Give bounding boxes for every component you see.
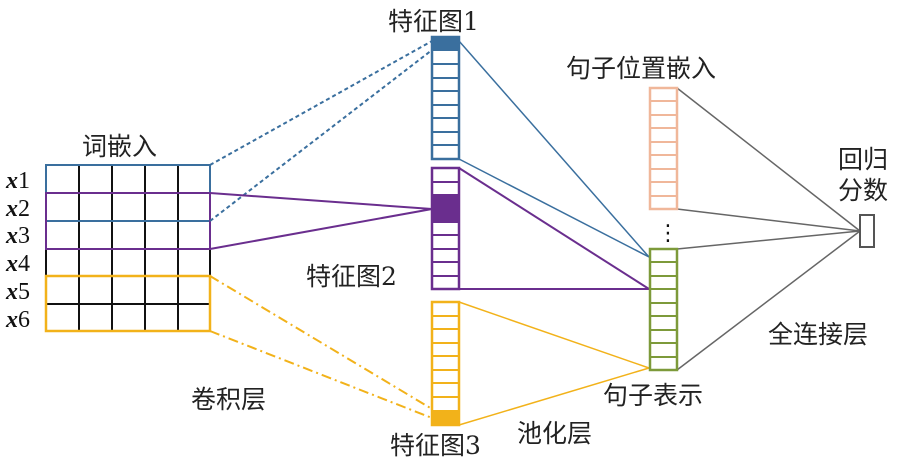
regression-score-label-line2: 分数 [838, 176, 888, 205]
feature-map-3 [430, 300, 461, 427]
input-row-label: x1 [5, 168, 30, 194]
feature-map-2 [430, 166, 461, 291]
sentence-representation [648, 247, 679, 372]
ellipsis-dots: ⋮ [657, 221, 679, 246]
word-embedding-label: 词嵌入 [82, 132, 157, 161]
regression-output-node [859, 214, 875, 248]
input-row-labels: x1 x2 x3 x4 x5 x6 [5, 168, 30, 333]
feature-map-1-label: 特征图1 [388, 7, 479, 36]
input-row-label: x6 [5, 307, 30, 333]
sentence-position-embedding-label: 句子位置嵌入 [566, 54, 716, 83]
feature-map-2-label: 特征图2 [306, 262, 397, 291]
pooling-layer-label: 池化层 [517, 419, 592, 448]
input-row-label: x3 [5, 223, 30, 249]
pooling-lines [458, 40, 650, 426]
regression-score-label-line1: 回归 [838, 145, 888, 174]
sentence-position-embedding [648, 86, 679, 211]
input-row-label: x4 [5, 251, 30, 277]
input-row-label: x5 [5, 279, 30, 305]
feature-map-1 [430, 35, 461, 161]
conv-lines [209, 40, 433, 419]
conv-layer-label: 卷积层 [191, 385, 266, 414]
input-row-label: x2 [5, 196, 30, 222]
kernel-window-yellow [44, 274, 212, 333]
word-embedding-grid [44, 164, 212, 333]
feature-map-3-label: 特征图3 [390, 431, 481, 460]
fc-lines [676, 87, 861, 371]
sentence-representation-label: 句子表示 [603, 381, 703, 410]
fc-layer-label: 全连接层 [768, 320, 868, 349]
